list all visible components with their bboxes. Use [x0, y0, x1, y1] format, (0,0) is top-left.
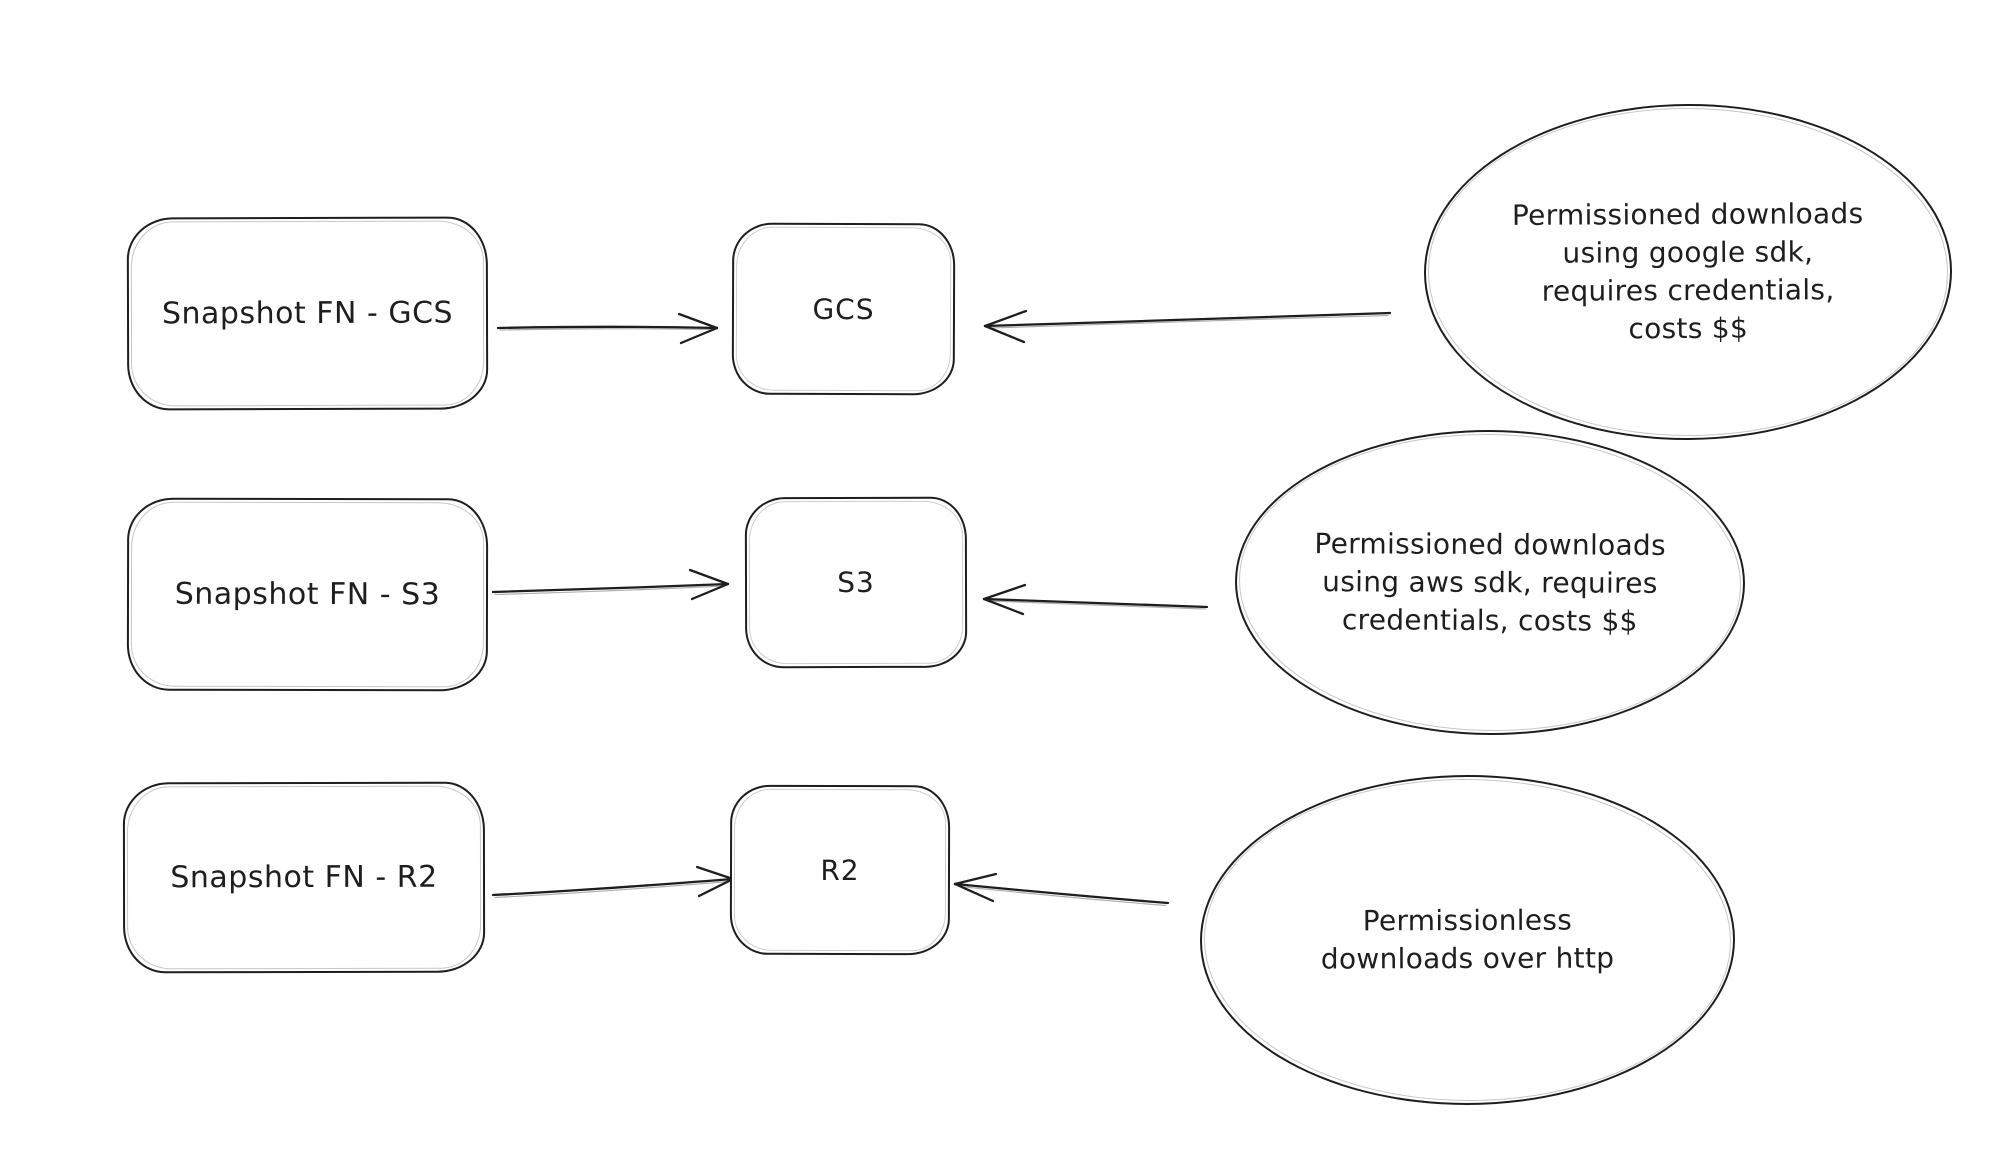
node-snapshot-fn-r2: Snapshot FN - R2	[122, 781, 486, 974]
note-line: Permissionless	[1362, 903, 1573, 938]
node-gcs: GCS	[731, 222, 956, 396]
node-label: S3	[837, 565, 875, 600]
arrow-snapshot-gcs-to-gcs	[496, 312, 719, 345]
node-snapshot-fn-s3: Snapshot FN - S3	[126, 497, 489, 692]
note-line: downloads over http	[1320, 941, 1615, 976]
arrow-snapshot-r2-to-r2	[491, 865, 735, 899]
note-line: Permissioned downloads	[1314, 526, 1667, 562]
arrow-gcs-note-to-gcs	[983, 309, 1392, 344]
note-line: costs $$	[1628, 311, 1749, 346]
node-label: Snapshot FN - S3	[174, 576, 441, 613]
node-snapshot-fn-gcs: Snapshot FN - GCS	[126, 216, 489, 411]
node-r2: R2	[729, 784, 951, 956]
node-label: Snapshot FN - GCS	[161, 295, 454, 332]
note-text: Permissionless downloads over http	[1321, 901, 1615, 978]
note-text: Permissioned downloads using aws sdk, re…	[1314, 525, 1666, 641]
arrow-r2-note-to-r2	[953, 872, 1170, 907]
node-label: R2	[820, 853, 860, 887]
note-line: requires credentials,	[1541, 273, 1835, 308]
node-s3: S3	[744, 496, 968, 669]
node-label: GCS	[812, 292, 875, 326]
note-gcs-downloads: Permissioned downloads using google sdk,…	[1423, 102, 1953, 442]
note-s3-downloads: Permissioned downloads using aws sdk, re…	[1234, 428, 1746, 737]
note-r2-downloads: Permissionless downloads over http	[1199, 774, 1736, 1106]
note-line: using google sdk,	[1562, 235, 1814, 270]
node-label: Snapshot FN - R2	[170, 859, 438, 896]
note-text: Permissioned downloads using google sdk,…	[1512, 195, 1864, 349]
note-line: Permissioned downloads	[1511, 197, 1864, 232]
note-line: credentials, costs $$	[1341, 602, 1638, 638]
arrow-snapshot-s3-to-s3	[491, 568, 730, 601]
note-line: using aws sdk, requires	[1322, 564, 1658, 600]
arrow-s3-note-to-s3	[982, 583, 1209, 616]
